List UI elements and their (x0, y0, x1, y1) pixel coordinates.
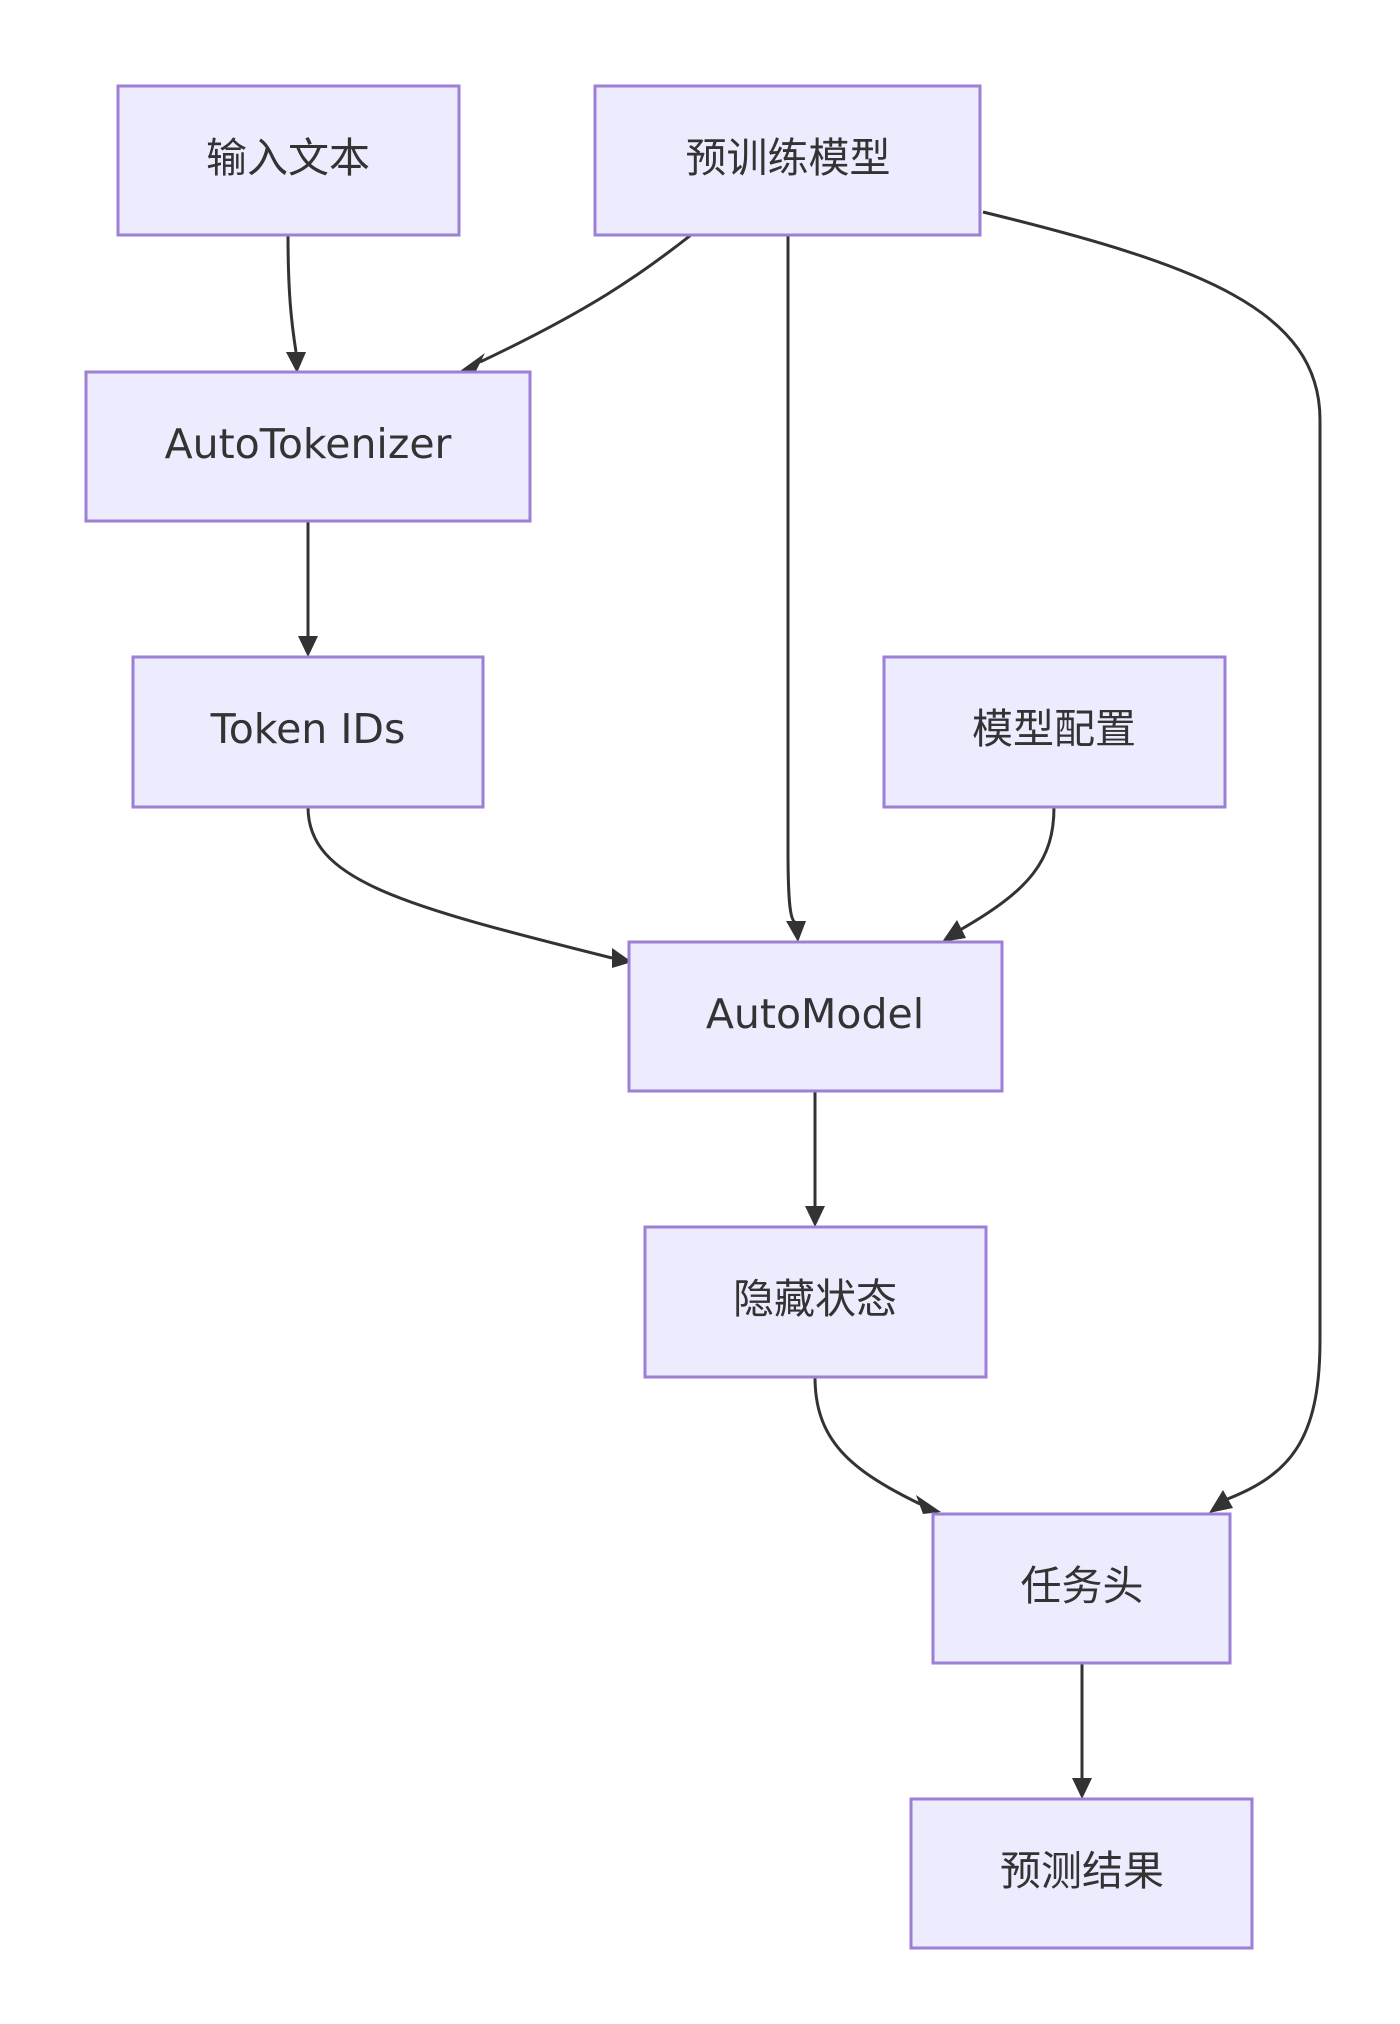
node-label: 模型配置 (972, 705, 1136, 753)
node-label: Token IDs (210, 705, 406, 753)
node-label: 预测结果 (1000, 1847, 1164, 1895)
node-pretrained-model[interactable]: 预训练模型 (593, 84, 982, 237)
node-label: 隐藏状态 (733, 1275, 897, 1323)
edge-token-ids-to-automodel (306, 806, 632, 968)
node-hidden-states[interactable]: 隐藏状态 (643, 1225, 988, 1379)
node-label: 预训练模型 (686, 134, 891, 182)
node-model-config[interactable]: 模型配置 (882, 655, 1227, 809)
edges (286, 210, 1322, 1799)
edge-pretrained-to-tokenizer (460, 233, 692, 371)
edge-tokenizer-to-token-ids (298, 521, 318, 657)
edge-automodel-to-hidden (805, 1091, 825, 1227)
node-label: 输入文本 (206, 134, 370, 182)
nodes: 输入文本 预训练模型 AutoTokenizer Token IDs 模型配置 … (84, 84, 1254, 1950)
node-input-text[interactable]: 输入文本 (116, 84, 461, 237)
node-label: AutoTokenizer (165, 420, 452, 468)
edge-config-to-automodel (942, 806, 1056, 942)
node-auto-tokenizer[interactable]: AutoTokenizer (84, 370, 532, 523)
edge-pretrained-to-task-head (982, 210, 1322, 1513)
node-auto-model[interactable]: AutoModel (627, 940, 1004, 1093)
edge-pretrained-to-automodel (786, 235, 806, 942)
node-label: 任务头 (1021, 1562, 1144, 1610)
node-token-ids[interactable]: Token IDs (131, 655, 485, 809)
edge-hidden-to-task-head (813, 1376, 941, 1514)
edge-input-to-tokenizer (286, 234, 306, 373)
node-label: AutoModel (706, 990, 924, 1038)
node-prediction-result[interactable]: 预测结果 (909, 1797, 1254, 1950)
node-task-head[interactable]: 任务头 (931, 1512, 1232, 1665)
edge-task-head-to-prediction (1072, 1663, 1092, 1799)
